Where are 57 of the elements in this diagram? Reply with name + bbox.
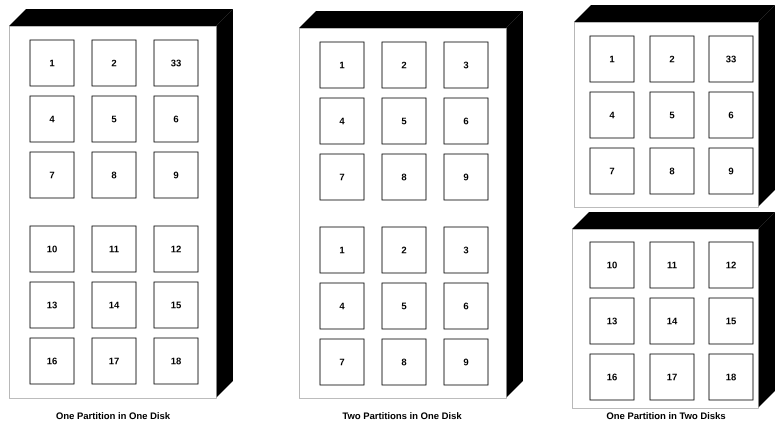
partition-box: 3 xyxy=(444,226,488,274)
partition-box: 2 xyxy=(92,40,136,86)
partition-box: 9 xyxy=(154,152,198,198)
partition-box: 2 xyxy=(382,42,426,88)
partition-box: 13 xyxy=(590,298,634,344)
partition-box: 4 xyxy=(30,96,74,142)
partition-box: 8 xyxy=(382,154,426,200)
partition-box: 10 xyxy=(30,226,74,272)
disk-label: Two Partitions in One Disk xyxy=(342,412,462,420)
partition-box: 8 xyxy=(382,338,426,386)
partition-box: 9 xyxy=(444,154,488,200)
partition-box: 4 xyxy=(320,282,364,330)
partition-box: 6 xyxy=(444,98,488,144)
partition-box: 2 xyxy=(382,226,426,274)
partition-box: 14 xyxy=(650,298,694,344)
partition-box: 12 xyxy=(708,242,754,288)
partition-box: 5 xyxy=(92,96,136,142)
partition-box: 9 xyxy=(708,148,754,194)
partition-box: 33 xyxy=(708,36,754,82)
partition-box: 18 xyxy=(154,338,198,384)
partition-box: 33 xyxy=(154,40,198,86)
partition-box: 1 xyxy=(320,42,364,88)
partition-box: 4 xyxy=(320,98,364,144)
partition-box: 7 xyxy=(320,154,364,200)
partition-box: 16 xyxy=(590,354,634,400)
disk-label: One Partition in Two Disks xyxy=(606,412,726,420)
partition-box: 2 xyxy=(650,36,694,82)
partition-box: 3 xyxy=(444,42,488,88)
partition-box: 5 xyxy=(382,98,426,144)
disk-label: One Partition in One Disk xyxy=(56,412,170,420)
partition-box: 12 xyxy=(154,226,198,272)
partition-box: 6 xyxy=(444,282,488,330)
partition-box: 11 xyxy=(92,226,136,272)
partition-box: 5 xyxy=(650,92,694,138)
partition-box: 5 xyxy=(382,282,426,330)
partition-box: 15 xyxy=(708,298,754,344)
partition-box: 14 xyxy=(92,282,136,328)
partition-box: 15 xyxy=(154,282,198,328)
partition-box: 17 xyxy=(650,354,694,400)
partition-box: 4 xyxy=(590,92,634,138)
partition-box: 7 xyxy=(320,338,364,386)
partition-box: 10 xyxy=(590,242,634,288)
partition-box: 8 xyxy=(92,152,136,198)
partition-box: 6 xyxy=(708,92,754,138)
partition-box: 8 xyxy=(650,148,694,194)
partition-box: 9 xyxy=(444,338,488,386)
partition-box: 7 xyxy=(30,152,74,198)
partition-box: 6 xyxy=(154,96,198,142)
partition-box: 1 xyxy=(320,226,364,274)
partition-box: 7 xyxy=(590,148,634,194)
partition-box: 1 xyxy=(30,40,74,86)
partition-box: 16 xyxy=(30,338,74,384)
partition-box: 13 xyxy=(30,282,74,328)
partition-box: 18 xyxy=(708,354,754,400)
partition-box: 1 xyxy=(590,36,634,82)
partition-box: 11 xyxy=(650,242,694,288)
partition-box: 17 xyxy=(92,338,136,384)
